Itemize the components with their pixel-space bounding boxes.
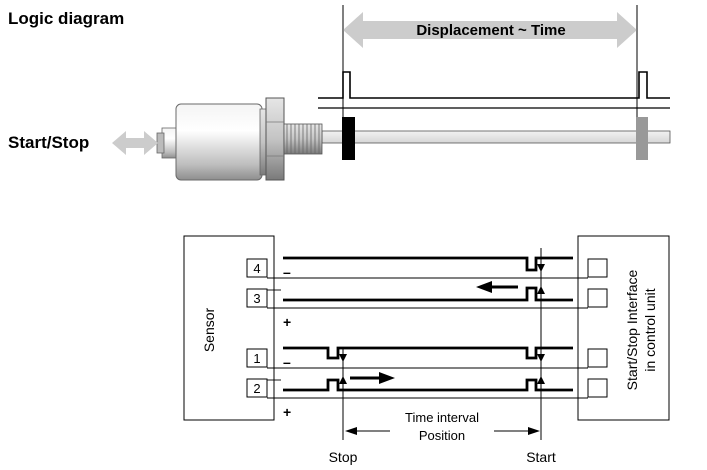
pin-number-2: 2 <box>253 381 260 396</box>
interface-box-label-line1: Start/Stop Interface <box>624 269 640 390</box>
minus-sign: – <box>283 264 291 280</box>
pin-number-3: 3 <box>253 291 260 306</box>
displacement-label: Displacement ~ Time <box>416 22 565 39</box>
start-arrowhead-down <box>537 264 545 272</box>
start-arrowhead-down <box>537 354 545 362</box>
waveguide-rod <box>321 130 671 144</box>
pin-box-3 <box>246 288 268 308</box>
signal-pin-2 <box>283 378 573 392</box>
signal-pin-4 <box>283 256 573 272</box>
position-label: Position <box>419 428 465 443</box>
pin-number-1: 1 <box>253 351 260 366</box>
time-interval-label-bg <box>390 408 494 446</box>
time-interval-arrow-right <box>528 427 540 435</box>
interface-pin-box <box>587 378 608 398</box>
start-label: Start <box>526 449 556 465</box>
sensor-box-label: Sensor <box>201 307 217 352</box>
interface-pin-box <box>587 348 608 368</box>
start-magnet-marker <box>636 117 648 160</box>
minus-sign: – <box>283 354 291 370</box>
stop-magnet-marker <box>342 117 355 160</box>
plus-sign: + <box>283 314 291 330</box>
signal-pin-3 <box>283 286 573 302</box>
interface-pin-box <box>587 258 608 278</box>
pin-box-1 <box>246 348 268 368</box>
direction-arrow-right <box>379 372 395 384</box>
direction-arrow-left <box>476 281 492 293</box>
plus-sign: + <box>283 404 291 420</box>
start-arrowhead-up <box>537 286 545 294</box>
displacement-arrow <box>343 12 637 48</box>
start-stop-label: Start/Stop <box>8 133 89 152</box>
pulse-signal <box>318 71 670 99</box>
interface-box-label-line2: in control unit <box>642 288 658 371</box>
start-arrowhead-up <box>537 376 545 384</box>
time-interval-arrow-left <box>345 427 357 435</box>
stop-arrowhead-up <box>339 376 347 384</box>
stop-label: Stop <box>329 449 358 465</box>
diagram-title: Logic diagram <box>8 9 124 28</box>
connector-arrow <box>112 131 158 155</box>
pin-box-4 <box>246 258 268 278</box>
signal-pin-1 <box>283 346 573 360</box>
stop-arrowhead-down <box>339 354 347 362</box>
pin-box-2 <box>246 378 268 398</box>
interface-pin-box <box>587 288 608 308</box>
time-interval-label: Time interval <box>405 410 479 425</box>
pin-number-4: 4 <box>253 261 260 276</box>
sensor-illustration <box>156 97 323 181</box>
